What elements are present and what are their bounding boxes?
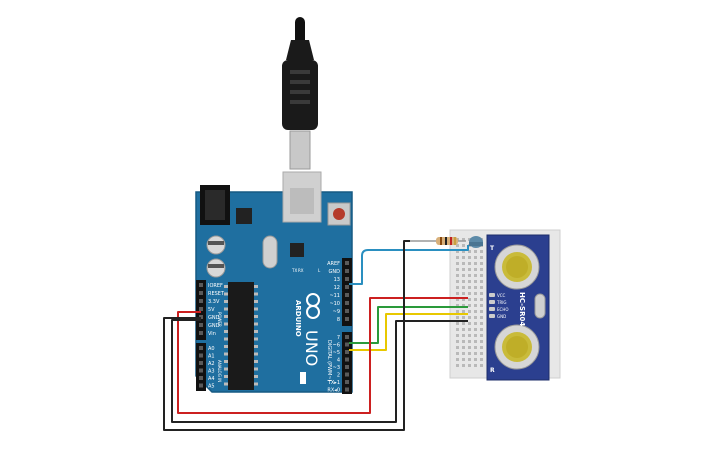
sensor-pin-label: TRIG — [496, 300, 507, 305]
pin-label: GND — [329, 269, 341, 275]
digital-header-bottom — [342, 332, 352, 394]
pin-label: 5V — [208, 307, 215, 313]
analog-header-label: ANALOG IN — [217, 360, 222, 382]
usb-cable[interactable] — [282, 17, 318, 170]
resistor[interactable] — [410, 237, 466, 245]
pin-label: 3.3V — [208, 299, 220, 305]
sensor-side-mark: T — [490, 245, 495, 252]
pin-label: Vin — [208, 331, 216, 337]
pin-label: GND — [208, 323, 220, 329]
wire-black-outer[interactable] — [163, 240, 410, 431]
onboard-led — [300, 372, 306, 384]
analog-header — [196, 343, 206, 391]
pin-label: TX▸1 — [327, 380, 340, 386]
wire-green[interactable] — [349, 306, 468, 344]
pin-label: ~9 — [333, 309, 340, 315]
sensor-pin-label: ECHO — [497, 307, 508, 312]
breadboard-holes — [456, 238, 483, 367]
pin-label: GND — [208, 315, 220, 321]
sensor-model-label: HC-SR04 — [518, 292, 526, 326]
pin-label: ~11 — [329, 293, 340, 299]
pin-label: RX◂0 — [327, 388, 340, 394]
pin-label: IOREF — [208, 283, 223, 289]
wire-red[interactable] — [177, 297, 468, 414]
digital-header-label: DIGITAL (PWM~) — [326, 340, 332, 382]
pin-label: 7 — [337, 335, 340, 341]
pin-label: RESET — [208, 291, 225, 297]
pin-label: A1 — [208, 354, 215, 360]
pin-label: ~5 — [333, 350, 340, 356]
pin-label: A5 — [208, 384, 215, 390]
led-label: RX — [298, 268, 304, 273]
sensor-pin[interactable] — [489, 300, 495, 304]
arduino-infinity-logo — [306, 293, 320, 319]
pin-label: A2 — [208, 361, 215, 367]
pin-label: A0 — [208, 346, 215, 352]
ultrasonic-sensor[interactable]: HC-SR04 VCC TRIG ECHO GND T R — [486, 234, 550, 381]
sensor-crystal — [534, 293, 546, 319]
sensor-pin-label: VCC — [497, 293, 506, 298]
wire-black[interactable] — [171, 319, 468, 423]
sensor-pin[interactable] — [489, 307, 495, 311]
pin-label: ~6 — [333, 343, 340, 349]
digital-header-top — [342, 258, 352, 326]
wire-yellow[interactable] — [349, 313, 468, 351]
reset-button-cap[interactable] — [333, 208, 345, 220]
wires — [163, 240, 469, 431]
power-header-label: POWER — [217, 312, 222, 327]
sensor-side-mark: R — [490, 367, 495, 374]
usb-chip — [290, 243, 304, 257]
voltage-regulator — [236, 208, 252, 224]
pin-label: 4 — [337, 358, 340, 364]
wire-blue[interactable] — [349, 245, 469, 285]
sensor-pin-label: GND — [497, 314, 506, 319]
pin-label: ~3 — [333, 365, 340, 371]
pin-label: A3 — [208, 369, 215, 375]
led[interactable] — [469, 236, 483, 248]
pin-label: 2 — [337, 373, 340, 379]
arduino-brand-label: ARDUINO — [294, 300, 302, 337]
uno-label: UNO — [302, 330, 321, 366]
pin-label: A4 — [208, 376, 215, 382]
pin-label: ~10 — [329, 301, 340, 307]
pin-label: 8 — [337, 317, 340, 323]
led-label: L — [318, 268, 321, 273]
crystal-oscillator — [262, 235, 278, 269]
sensor-pin[interactable] — [489, 314, 495, 318]
led-label: TX — [291, 268, 297, 273]
pin-label: 13 — [334, 277, 340, 283]
arduino-board[interactable]: ARDUINO UNO DIGITAL (PWM~) POWER ANALOG … — [195, 171, 353, 394]
atmega-chip — [228, 282, 254, 390]
pin-label: 12 — [334, 285, 340, 291]
pin-label: AREF — [327, 261, 340, 267]
sensor-pin[interactable] — [489, 293, 495, 297]
